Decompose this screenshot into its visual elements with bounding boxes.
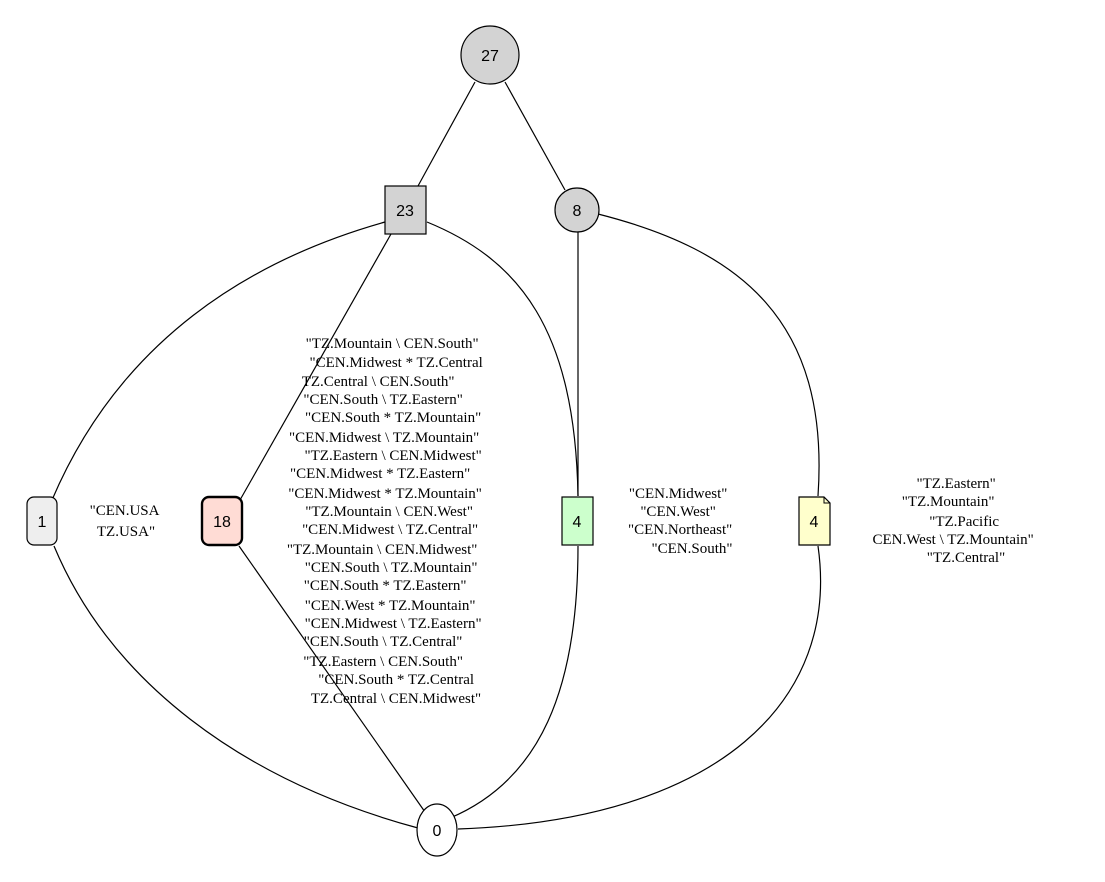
- edge-8-4b: [597, 213, 820, 497]
- label-line: "CEN.South * TZ.Eastern": [304, 578, 467, 594]
- edge-4b-0: [457, 545, 822, 830]
- label-block-node-4-yellow: "TZ.Eastern" "TZ.Mountain" "TZ.Pacific C…: [872, 476, 1037, 566]
- note-shape: [798, 496, 831, 546]
- edge-1-0: [53, 545, 419, 829]
- label-line: "TZ.Eastern \ CEN.South": [303, 654, 463, 670]
- node-1[interactable]: 1: [26, 496, 58, 546]
- node-4-yellow[interactable]: 4: [798, 496, 831, 546]
- edge-4a-0: [449, 545, 579, 819]
- edge-18-0: [238, 545, 426, 813]
- node-27-label: 27: [481, 48, 499, 65]
- label-line: "TZ.Mountain": [902, 494, 995, 510]
- label-line: "CEN.Midwest \ TZ.Mountain": [289, 430, 479, 446]
- edge-27-23: [417, 81, 476, 187]
- label-line: "CEN.South \ TZ.Eastern": [303, 392, 462, 408]
- label-line: "CEN.Midwest * TZ.Mountain": [288, 486, 482, 502]
- node-4-yellow-label: 4: [810, 514, 819, 531]
- label-line: "CEN.Midwest * TZ.Eastern": [290, 466, 470, 482]
- edge-23-18: [239, 233, 392, 501]
- label-line: "CEN.South \ TZ.Central": [304, 634, 463, 650]
- label-line: TZ.USA": [97, 524, 155, 540]
- node-18-box: [200, 495, 244, 547]
- label-line: "CEN.South": [651, 541, 732, 557]
- node-23-box: [384, 185, 427, 235]
- edge-23-4a: [426, 221, 579, 497]
- label-line: "TZ.Eastern": [916, 476, 995, 492]
- node-27[interactable]: 27: [460, 25, 520, 85]
- label-block-node-4-green: "CEN.Midwest" "CEN.West" "CEN.Northeast"…: [628, 486, 736, 557]
- node-0-ellipse: [416, 803, 458, 857]
- label-line: "TZ.Mountain \ CEN.South": [306, 336, 479, 352]
- edge-27-8: [504, 81, 566, 191]
- node-4-green[interactable]: 4: [561, 496, 594, 546]
- label-line: CEN.West \ TZ.Mountain": [872, 532, 1033, 548]
- node-1-box: [26, 496, 58, 546]
- label-line: "CEN.Midwest * TZ.Central: [309, 355, 482, 371]
- edges: [51, 81, 822, 830]
- label-line: "CEN.Midwest \ TZ.Central": [302, 522, 478, 538]
- label-block-node-18: "TZ.Mountain \ CEN.South" "CEN.Midwest *…: [287, 336, 487, 707]
- label-line: TZ.Central \ CEN.South": [302, 374, 455, 390]
- node-1-label: 1: [38, 514, 47, 531]
- label-line: TZ.Central \ CEN.Midwest": [311, 691, 481, 707]
- label-line: "CEN.West": [640, 504, 716, 520]
- node-23-label: 23: [396, 203, 414, 220]
- label-line: "TZ.Mountain \ CEN.Midwest": [287, 542, 478, 558]
- label-line: "CEN.USA: [90, 503, 160, 519]
- node-23[interactable]: 23: [384, 185, 427, 235]
- note-fold: [823, 497, 830, 504]
- label-line: "CEN.Midwest \ TZ.Eastern": [305, 616, 482, 632]
- node-18-label: 18: [213, 514, 231, 531]
- node-18[interactable]: 18: [200, 495, 244, 547]
- node-0[interactable]: 0: [416, 803, 458, 857]
- edge-23-1: [51, 221, 386, 501]
- label-line: "TZ.Eastern \ CEN.Midwest": [305, 448, 482, 464]
- node-8[interactable]: 8: [554, 187, 600, 233]
- label-line: "TZ.Pacific: [929, 514, 999, 530]
- node-8-circle: [554, 187, 600, 233]
- node-4-green-label: 4: [573, 514, 582, 531]
- label-line: "CEN.Midwest": [629, 486, 728, 502]
- label-line: "CEN.South * TZ.Mountain": [305, 410, 481, 426]
- label-line: "CEN.South * TZ.Central: [318, 672, 474, 688]
- label-line: "TZ.Central": [927, 550, 1005, 566]
- label-line: "TZ.Mountain \ CEN.West": [305, 504, 473, 520]
- node-4-green-box: [561, 496, 594, 546]
- label-line: "CEN.South \ TZ.Mountain": [305, 560, 478, 576]
- node-0-label: 0: [433, 823, 442, 840]
- node-27-circle: [460, 25, 520, 85]
- label-line: "CEN.Northeast": [628, 522, 732, 538]
- node-8-label: 8: [573, 203, 582, 220]
- label-line: "CEN.West * TZ.Mountain": [305, 598, 476, 614]
- label-block-node-1: "CEN.USA TZ.USA": [90, 503, 163, 540]
